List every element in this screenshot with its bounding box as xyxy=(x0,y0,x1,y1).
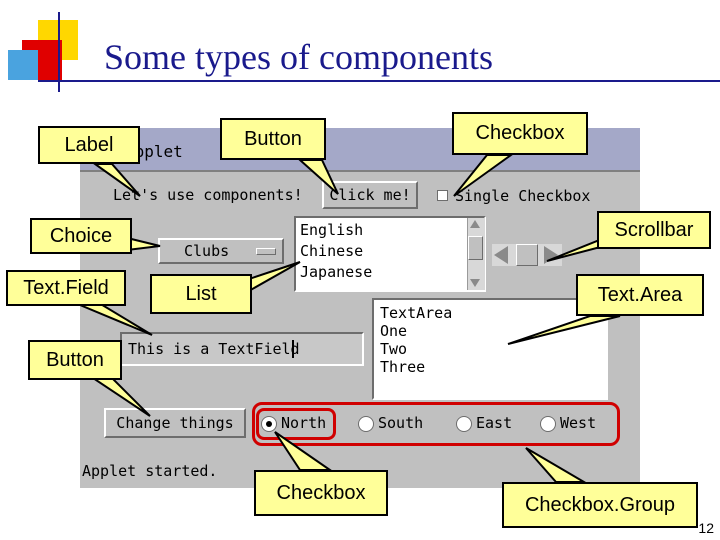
slide-number: 12 xyxy=(698,520,714,536)
language-list[interactable] xyxy=(294,216,486,292)
radio-east-label: East xyxy=(476,414,513,432)
pointer-label xyxy=(91,163,141,197)
choice-dropdown[interactable]: Clubs xyxy=(158,238,284,264)
callout-checkboxgroup: Checkbox.Group xyxy=(502,482,698,528)
title-rule xyxy=(38,80,720,82)
callout-list: List xyxy=(150,274,252,314)
text-cursor-icon xyxy=(292,340,294,358)
callout-label: Label xyxy=(38,126,140,164)
choice-indicator-icon xyxy=(256,248,276,255)
applet-status: Applet started. xyxy=(82,462,218,480)
slide-title: Some types of components xyxy=(104,37,493,77)
deco-blue-square xyxy=(8,50,38,80)
radio-group-highlight xyxy=(252,402,620,446)
single-checkbox-box[interactable] xyxy=(437,190,448,201)
click-me-button[interactable]: Click me! xyxy=(322,181,418,209)
callout-checkbox-top: Checkbox xyxy=(452,112,588,155)
callout-button-left: Button xyxy=(28,340,122,380)
text-field[interactable]: This is a TextField xyxy=(120,332,364,366)
text-area[interactable]: TextArea One Two Three xyxy=(372,298,608,400)
deco-vertical-rule xyxy=(58,12,60,92)
list-item[interactable]: Japanese xyxy=(300,263,373,281)
list-item[interactable]: English xyxy=(300,221,364,239)
choice-value: Clubs xyxy=(184,242,230,260)
callout-scrollbar: Scrollbar xyxy=(597,211,711,249)
pointer-checkboxgroup xyxy=(525,447,588,483)
scroll-left-icon[interactable] xyxy=(494,246,508,264)
list-item[interactable]: Chinese xyxy=(300,242,364,260)
text-area-line: Three xyxy=(380,358,426,376)
list-scroll-thumb[interactable] xyxy=(468,236,483,260)
callout-button-top: Button xyxy=(220,118,326,160)
change-things-button-label: Change things xyxy=(116,414,234,432)
pointer-textarea xyxy=(507,315,621,345)
pointer-checkbox-top xyxy=(453,154,515,197)
text-area-line: One xyxy=(380,322,408,340)
list-scroll-up-icon[interactable] xyxy=(470,220,480,228)
label-component: Let's use components! xyxy=(113,186,303,204)
pointer-checkbox-bottom xyxy=(274,431,334,471)
radio-selected-dot xyxy=(266,421,272,427)
scrollbar-thumb[interactable] xyxy=(516,244,538,266)
callout-textfield: Text.Field xyxy=(6,270,126,306)
text-area-line: TextArea xyxy=(380,304,453,322)
radio-south-label: South xyxy=(378,414,424,432)
change-things-button[interactable]: Change things xyxy=(104,408,246,438)
radio-west-label: West xyxy=(560,414,597,432)
pointer-button-left xyxy=(86,375,151,417)
text-field-value: This is a TextField xyxy=(128,340,300,358)
radio-north[interactable] xyxy=(261,416,277,432)
text-area-line: Two xyxy=(380,340,408,358)
radio-north-label: North xyxy=(281,414,327,432)
single-checkbox-label: Single Checkbox xyxy=(455,187,591,205)
callout-textarea: Text.Area xyxy=(576,274,704,316)
radio-south[interactable] xyxy=(358,416,374,432)
pointer-button-top xyxy=(297,159,339,195)
callout-checkbox-bottom: Checkbox xyxy=(254,470,388,516)
radio-north-highlight xyxy=(256,408,336,440)
callout-choice: Choice xyxy=(30,218,132,254)
radio-west[interactable] xyxy=(540,416,556,432)
click-me-button-label: Click me! xyxy=(329,186,411,204)
radio-east[interactable] xyxy=(456,416,472,432)
list-scroll-down-icon[interactable] xyxy=(470,279,480,287)
